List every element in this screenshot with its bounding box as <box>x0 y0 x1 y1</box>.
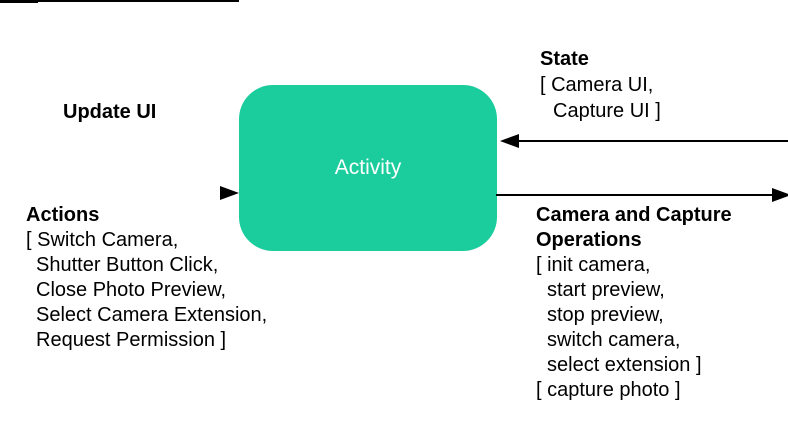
actions-line: Select Camera Extension, <box>36 304 268 326</box>
state-title: State <box>540 48 589 70</box>
camera-ops-line: [ capture photo ] <box>536 379 681 401</box>
actions-arrow-line <box>0 0 224 2</box>
activity-node: Activity <box>239 85 497 251</box>
actions-title: Actions <box>26 204 100 226</box>
actions-block: Actions [ Switch Camera, Shutter Button … <box>26 203 267 353</box>
camera-ops-title: Camera and Capture <box>536 204 732 226</box>
state-line: [ Camera UI, <box>540 74 654 96</box>
camera-ops-line: stop preview, <box>547 304 664 326</box>
camera-ops-line: select extension ] <box>547 354 702 376</box>
state-block: State [ Camera UI, Capture UI ] <box>540 46 661 124</box>
state-line: Capture UI ] <box>553 100 661 122</box>
state-arrow-line <box>518 140 788 142</box>
camera-ops-arrow-line <box>496 194 788 196</box>
actions-line: [ Switch Camera, <box>26 229 179 251</box>
actions-line: Request Permission ] <box>36 329 227 351</box>
actions-line: Close Photo Preview, <box>36 279 227 301</box>
camera-ops-block: Camera and Capture Operations [ init cam… <box>536 203 732 403</box>
update-ui-label: Update UI <box>63 101 157 123</box>
activity-label: Activity <box>334 156 402 179</box>
camera-ops-line: switch camera, <box>547 329 681 351</box>
camera-ops-line: start preview, <box>547 279 665 301</box>
actions-line: Shutter Button Click, <box>36 254 219 276</box>
state-arrowhead-left-icon <box>500 134 519 148</box>
camera-ops-line: [ init camera, <box>536 254 651 276</box>
camera-ops-title: Operations <box>536 229 642 251</box>
actions-arrowhead-right-icon <box>220 186 239 200</box>
camera-ops-arrowhead-right-icon <box>772 188 788 202</box>
